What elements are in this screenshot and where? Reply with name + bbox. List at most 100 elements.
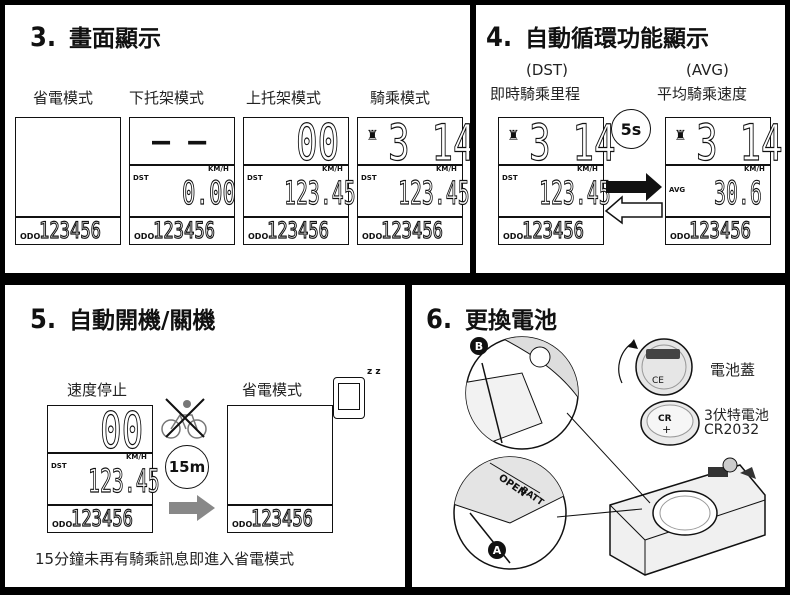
no-cycling-icon bbox=[161, 398, 207, 439]
dst-tag: DST bbox=[133, 174, 149, 182]
odo-label: ODO bbox=[52, 520, 73, 529]
marker-b-label: B bbox=[474, 339, 484, 353]
zoom-detail-b bbox=[465, 336, 579, 450]
battery-model-label: CR2032 bbox=[704, 422, 760, 438]
divider bbox=[499, 216, 603, 218]
section-number: 6. bbox=[426, 304, 453, 335]
divider bbox=[228, 504, 332, 506]
mode-label-lower-bracket: 下托架模式 bbox=[129, 89, 205, 107]
lcd-screen-speed-stop: 00 KM/H DST 123.45 ODO 123456 bbox=[47, 401, 160, 533]
lcd-screen-upper-bracket: 00 KM/H DST 123.45 ODO 123456 bbox=[243, 113, 356, 245]
unit-kmh: KM/H bbox=[126, 453, 147, 461]
odometer-value: 123456 bbox=[39, 218, 102, 244]
distance-value: 123.45 bbox=[284, 173, 356, 212]
unit-kmh: KM/H bbox=[744, 165, 765, 173]
divider bbox=[48, 452, 152, 454]
sleep-caption: 15分鐘未再有騎乘訊息即進入省電模式 bbox=[35, 550, 295, 568]
average-value: 30.6 bbox=[714, 173, 763, 212]
cyclist-icon: ♜ bbox=[366, 128, 379, 144]
dst-description: 即時騎乘里程 bbox=[490, 85, 581, 103]
battery-cover-label: 電池蓋 bbox=[710, 361, 756, 379]
timer-label: 15m bbox=[168, 458, 206, 476]
section-display-modes: 3. 畫面顯示 省電模式 下托架模式 上托架模式 騎乘模式 ODO 123456… bbox=[5, 5, 470, 273]
divider bbox=[499, 164, 603, 166]
odo-label: ODO bbox=[20, 232, 41, 241]
odo-label: ODO bbox=[362, 232, 383, 241]
dst-tag: DST bbox=[247, 174, 263, 182]
odo-label: ODO bbox=[232, 520, 253, 529]
mode-label-power-save: 省電模式 bbox=[33, 89, 94, 107]
timer-label: 5s bbox=[620, 119, 642, 139]
marker-b: B bbox=[470, 337, 488, 355]
distance-value: 123.45 bbox=[88, 461, 160, 500]
section-auto-power: 5. 自動開機/關機 速度停止 省電模式 z z 00 KM/H DST 123… bbox=[5, 285, 405, 587]
timer-15m-icon: 15m bbox=[165, 445, 209, 489]
section-heading: 畫面顯示 bbox=[69, 26, 162, 52]
section-number: 5. bbox=[30, 304, 57, 335]
marker-a: A bbox=[488, 541, 506, 559]
speed-value: 3 14 bbox=[696, 113, 784, 172]
mode-label-riding: 騎乘模式 bbox=[370, 89, 431, 107]
section-title: 4. 自動循環功能顯示 bbox=[486, 19, 709, 53]
unit-kmh: KM/H bbox=[436, 165, 457, 173]
speed-value: 3 14 bbox=[529, 113, 617, 172]
device-base-illustration bbox=[609, 457, 766, 576]
cyclist-icon: ♜ bbox=[507, 128, 520, 144]
lcd-screen-dst: ♜ 3 14 KM/H DST 123.45 ODO 123456 bbox=[498, 113, 616, 245]
distance-value: 123.45 bbox=[539, 173, 611, 212]
divider bbox=[130, 216, 234, 218]
lcd-screen-power-save: ODO 123456 bbox=[15, 117, 121, 245]
device-sleep-icon bbox=[333, 377, 365, 419]
battery-cover-illustration: CE bbox=[618, 338, 693, 396]
section-number: 4. bbox=[486, 22, 513, 53]
odometer-value: 123456 bbox=[251, 506, 314, 532]
divider bbox=[244, 164, 348, 166]
svg-text:CE: CE bbox=[652, 376, 664, 386]
svg-text:CR: CR bbox=[658, 414, 672, 424]
lcd-screen-lower-bracket: – – KM/H DST 0.00 ODO 123456 bbox=[129, 117, 236, 245]
speed-dashes: – – bbox=[152, 124, 207, 159]
battery-voltage-label: 3伏特電池 bbox=[704, 408, 769, 424]
mode-label-upper-bracket: 上托架模式 bbox=[246, 89, 322, 107]
divider bbox=[358, 216, 462, 218]
odo-label: ODO bbox=[134, 232, 155, 241]
cyclist-icon: ♜ bbox=[674, 128, 687, 144]
section-heading: 自動循環功能顯示 bbox=[525, 26, 710, 52]
coin-battery-illustration: CR + bbox=[640, 400, 700, 446]
unit-kmh: KM/H bbox=[577, 165, 598, 173]
divider bbox=[16, 216, 120, 218]
divider bbox=[666, 216, 770, 218]
odometer-value: 123456 bbox=[153, 218, 216, 244]
section-title: 3. 畫面顯示 bbox=[30, 19, 161, 53]
odo-label: ODO bbox=[248, 232, 269, 241]
odometer-value: 123456 bbox=[689, 218, 752, 244]
section-title: 5. 自動開機/關機 bbox=[30, 301, 215, 335]
transition-arrow bbox=[169, 495, 215, 521]
speed-stop-label: 速度停止 bbox=[67, 381, 128, 399]
avg-description: 平均騎乘速度 bbox=[657, 85, 748, 103]
back-arrow bbox=[604, 195, 663, 225]
speed-value: 00 bbox=[296, 113, 340, 172]
divider bbox=[358, 164, 462, 166]
zoom-detail-a: OPEN BATT bbox=[453, 456, 567, 570]
speed-value: 3 14 bbox=[388, 113, 470, 172]
odometer-value: 123456 bbox=[71, 506, 134, 532]
forward-arrow bbox=[606, 173, 662, 201]
divider bbox=[244, 216, 348, 218]
odo-label: ODO bbox=[503, 232, 524, 241]
odometer-value: 123456 bbox=[522, 218, 585, 244]
divider bbox=[48, 504, 152, 506]
dst-label: (DST) bbox=[526, 61, 568, 79]
lcd-screen-avg: ♜ 3 14 KM/H AVG 30.6 ODO 123456 bbox=[665, 113, 783, 245]
svg-text:+: + bbox=[662, 423, 671, 436]
divider bbox=[130, 164, 234, 166]
distance-value: 123.45 bbox=[398, 173, 470, 212]
section-heading: 自動開機/關機 bbox=[69, 308, 216, 334]
power-save-label: 省電模式 bbox=[242, 381, 303, 399]
lcd-screen-riding: ♜ 3 14 KM/H DST 123.45 ODO 123456 bbox=[357, 113, 470, 245]
section-title: 6. 更換電池 bbox=[426, 301, 557, 335]
timer-5s-icon: 5s bbox=[611, 109, 651, 149]
odometer-value: 123456 bbox=[381, 218, 444, 244]
avg-label: (AVG) bbox=[686, 61, 729, 79]
unit-kmh: KM/H bbox=[322, 165, 343, 173]
